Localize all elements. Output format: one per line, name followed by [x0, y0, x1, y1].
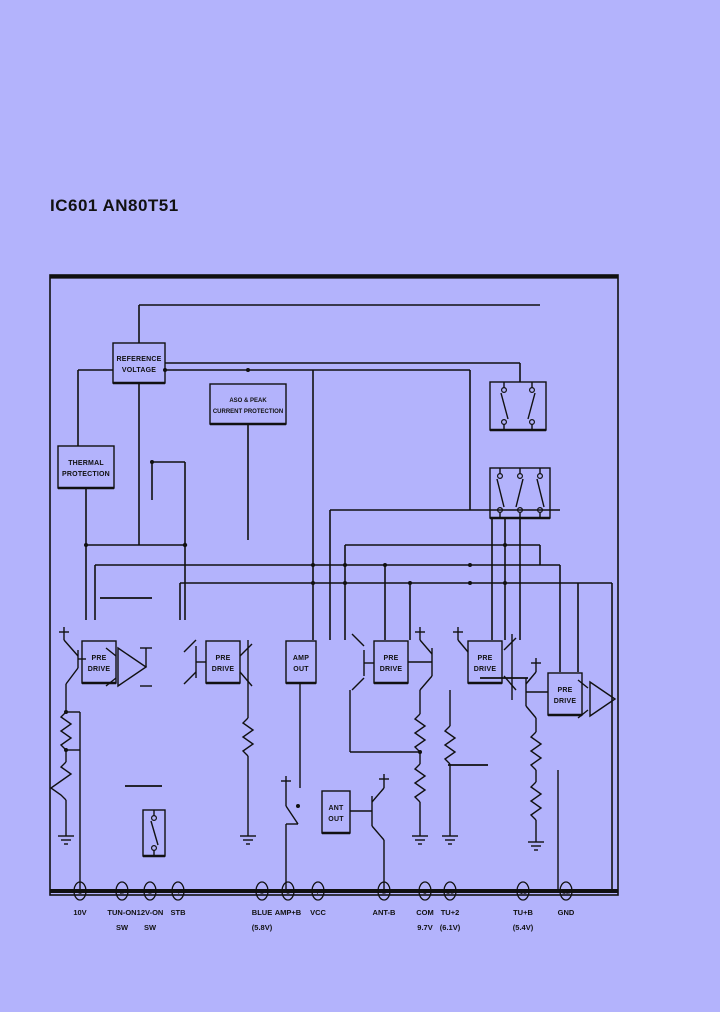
- amp-out-stage: [281, 683, 301, 891]
- pin-label-line1: STB: [171, 908, 187, 917]
- block-label-line2: DRIVE: [380, 666, 403, 673]
- block-label-line2: PROTECTION: [62, 471, 110, 478]
- switch-block-small[interactable]: [142, 809, 166, 858]
- wire-junctions: [84, 368, 507, 585]
- block-label-line1: AMP: [293, 655, 309, 662]
- block-label-line1: PRE: [92, 655, 107, 662]
- pin-label-line1: AMP+B: [275, 908, 302, 917]
- pin-label-line2: 9.7V: [417, 923, 432, 932]
- pin-label-line2: SW: [116, 923, 129, 932]
- block-ant-out[interactable]: ANT OUT: [321, 790, 351, 835]
- pin-label-line1: ANT-B: [373, 908, 396, 917]
- ant-out-stage: [350, 774, 389, 891]
- block-pre-drive-4[interactable]: PRE DRIVE: [467, 640, 503, 685]
- pin-3[interactable]: 3 12V-ON SW: [137, 881, 164, 932]
- pin-label-line1: TU+B: [513, 908, 533, 917]
- block-label-line1: REFERENCE: [117, 356, 162, 363]
- block-aso-peak-current-protection[interactable]: ASO & PEAK CURRENT PROTECTION: [209, 383, 287, 426]
- pin-number: 9: [423, 887, 427, 896]
- pin-number: 5: [260, 887, 264, 896]
- pin-number: 8: [382, 887, 386, 896]
- pin-number: 3: [148, 887, 152, 896]
- block-reference-voltage[interactable]: REFERENCE VOLTAGE: [112, 342, 166, 385]
- pin-number: 4: [176, 887, 180, 896]
- pin-number: 11: [519, 887, 527, 896]
- block-label-line2: DRIVE: [88, 666, 111, 673]
- block-label-line2: CURRENT PROTECTION: [213, 409, 283, 415]
- pin-label-line2: (6.1V): [440, 923, 461, 932]
- pin-label-line2: (5.4V): [513, 923, 534, 932]
- functional-blocks-layer: REFERENCE VOLTAGE THERMAL PROTECTION ASO & P…: [57, 342, 583, 835]
- block-thermal-protection[interactable]: THERMAL PROTECTION: [57, 445, 115, 490]
- pin-number: 12: [562, 887, 570, 896]
- output-stage-3: [349, 627, 433, 845]
- wire-stubs: [100, 597, 528, 787]
- ic-frame: [49, 274, 619, 896]
- pin-number: 6: [286, 887, 290, 896]
- pin-number: 2: [120, 887, 124, 896]
- block-label-line1: PRE: [384, 655, 399, 662]
- block-amp-out[interactable]: AMP OUT: [285, 640, 317, 685]
- pin-label-line1: BLUE: [252, 908, 272, 917]
- control-wires: [85, 370, 613, 891]
- pin-1[interactable]: 1 10V: [73, 881, 87, 917]
- output-stage-1: [49, 627, 152, 891]
- pin-label-line1: GND: [558, 908, 575, 917]
- pin-number: 10: [446, 887, 454, 896]
- output-stage-4: [442, 627, 517, 845]
- block-pre-drive-3[interactable]: PRE DRIVE: [373, 640, 409, 685]
- switch-block-upper[interactable]: [489, 381, 547, 432]
- top-bus-wires: [77, 304, 540, 545]
- output-stage-5: [525, 658, 617, 891]
- block-label-line1: ASO & PEAK: [229, 398, 267, 404]
- pin-label-line1: TUN-ON: [107, 908, 136, 917]
- block-label-line1: PRE: [216, 655, 231, 662]
- block-label-line2: OUT: [293, 666, 309, 673]
- pin-label-line1: TU+2: [441, 908, 460, 917]
- pin-label-line1: 10V: [73, 908, 86, 917]
- block-label-line1: PRE: [478, 655, 493, 662]
- block-label-line1: PRE: [558, 687, 573, 694]
- page-title: IC601 AN80T51: [50, 196, 179, 215]
- block-label-line2: OUT: [328, 816, 344, 823]
- pins-layer: 110V2TUN-ONSW312V-ONSW4STB5BLUE(5.8V)6AM…: [73, 881, 575, 932]
- block-label-line2: DRIVE: [474, 666, 497, 673]
- block-pre-drive-1[interactable]: PRE DRIVE: [81, 640, 117, 685]
- pin-label-line1: COM: [416, 908, 434, 917]
- pin-number: 7: [316, 887, 320, 896]
- block-label-line1: THERMAL: [68, 460, 104, 467]
- pin-label-line1: 12V-ON: [137, 908, 164, 917]
- analog-stages: [49, 627, 617, 891]
- switch-block-lower[interactable]: [489, 467, 551, 520]
- output-stage-2: [183, 639, 256, 845]
- pin-label-line2: SW: [144, 923, 157, 932]
- pin-label-line1: VCC: [310, 908, 326, 917]
- block-label-line2: DRIVE: [554, 698, 577, 705]
- block-pre-drive-2[interactable]: PRE DRIVE: [205, 640, 241, 685]
- switch-blocks-layer: [142, 381, 551, 858]
- block-pre-drive-5[interactable]: PRE DRIVE: [547, 672, 583, 717]
- block-label-line2: DRIVE: [212, 666, 235, 673]
- block-label-line1: ANT: [329, 805, 345, 812]
- block-label-line2: VOLTAGE: [122, 367, 156, 374]
- pin-number: 1: [78, 887, 82, 896]
- pin-label-line2: (5.8V): [252, 923, 273, 932]
